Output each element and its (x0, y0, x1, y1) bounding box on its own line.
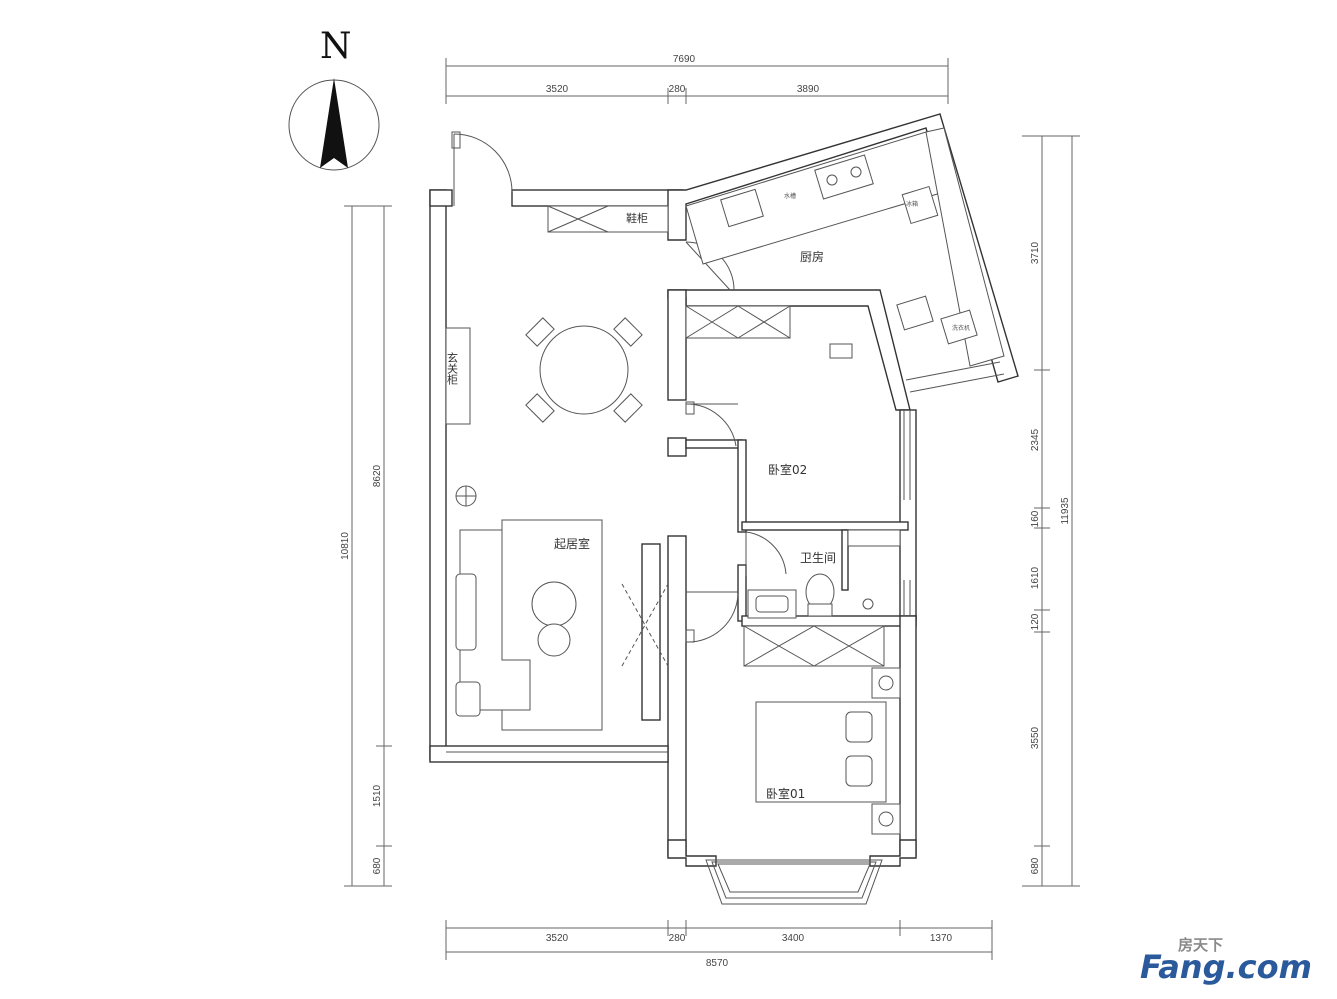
wall-living-south (429, 745, 669, 763)
kitchen-unit (896, 295, 934, 331)
dining-chair (525, 317, 555, 347)
dim-right-seg-5: 120 (1030, 613, 1041, 630)
dimensions-top: 7690 3520 280 3890 (445, 54, 949, 104)
kitchen-counter-east (925, 127, 1005, 367)
washer-label: 洗衣机 (952, 324, 970, 332)
wall-bath-west (737, 564, 747, 622)
toilet-tank (807, 603, 833, 617)
pillow (845, 711, 873, 743)
entry-cabinet (445, 327, 471, 425)
tv-cabinet (641, 543, 661, 721)
dimensions-bottom: 3520 280 3400 1370 8570 (445, 920, 993, 969)
coffee-table (537, 623, 571, 657)
dim-bottom-seg-4: 1370 (930, 933, 953, 944)
compass: N (288, 26, 380, 171)
shoe-cabinet-label: 鞋柜 (626, 211, 648, 225)
fridge (901, 185, 939, 225)
fridge-label: 冰箱 (906, 200, 918, 208)
dim-bottom-seg-1: 3520 (546, 933, 569, 944)
furniture (445, 127, 1005, 835)
dim-top-seg-3: 3890 (797, 84, 820, 95)
nightstand (871, 667, 901, 699)
wall-bed02-inner (737, 439, 747, 533)
dim-left-seg-2: 1510 (372, 784, 383, 807)
dim-right-seg-4: 1610 (1030, 566, 1041, 589)
bay-window (705, 859, 883, 905)
room-living-label: 起居室 (554, 536, 590, 551)
washer (940, 309, 978, 345)
dimensions-right: 3710 2345 160 1610 120 3550 680 11935 (1022, 135, 1080, 887)
dim-right-seg-1: 3710 (1030, 241, 1041, 264)
wall-bed02-south-a (685, 439, 743, 449)
bath-shelf (847, 529, 901, 547)
dim-bottom-seg-2: 280 (669, 933, 686, 944)
entry-cabinet-label: 玄关柜 (446, 351, 459, 386)
wall-bedroom02-east (899, 409, 917, 621)
wall-bedroom01-se (869, 839, 917, 867)
shower-drain (862, 598, 874, 610)
shoe-cabinet (547, 205, 669, 233)
dim-left-seg-1: 8620 (372, 464, 383, 487)
wall-north-left (429, 189, 453, 207)
dim-left-seg-3: 680 (372, 857, 383, 874)
dim-right-seg-7: 680 (1030, 857, 1041, 874)
windows (446, 361, 1005, 753)
dim-right-seg-6: 3550 (1030, 726, 1041, 749)
dim-right-seg-2: 2345 (1030, 428, 1041, 451)
wall-bedroom01-east (899, 615, 917, 857)
walls (429, 113, 1019, 867)
pillow (845, 755, 873, 787)
wall-bath-divider (841, 529, 849, 591)
sink-tag-label: 水槽 (784, 192, 796, 200)
dimensions-left: 10810 8620 1510 680 (340, 205, 392, 887)
coffee-table (531, 581, 577, 627)
nightstand (871, 803, 901, 835)
dim-top-total: 7690 (673, 54, 696, 65)
compass-north-label: N (320, 26, 352, 67)
watermark-en: Fang.com (1140, 948, 1312, 986)
dining-chair (613, 317, 643, 347)
sofa-cushion (455, 681, 481, 717)
wall-partition-upper (667, 289, 687, 401)
dining-table (539, 325, 629, 415)
watermark: 房天下 Fang.com (1140, 936, 1312, 986)
wall-west (429, 189, 447, 761)
dim-top-seg-2: 280 (669, 84, 686, 95)
wardrobe-bed02 (685, 305, 791, 339)
dim-top-seg-1: 3520 (546, 84, 569, 95)
labels: 起居室 厨房 卧室02 卧室01 卫生间 鞋柜 玄关柜 冰箱 洗衣机 水槽 (446, 192, 971, 801)
wall-north-mid (511, 189, 683, 207)
dim-bottom-seg-3: 3400 (782, 933, 805, 944)
wall-partition-stub (667, 437, 687, 457)
stove (814, 154, 874, 200)
dining-chair (525, 393, 555, 423)
dim-bottom-total: 8570 (706, 958, 729, 969)
dim-right-total: 11935 (1060, 497, 1071, 525)
room-bedroom02-label: 卧室02 (768, 462, 807, 477)
desk-stool (829, 343, 853, 359)
room-bedroom01-label: 卧室01 (766, 786, 805, 801)
room-bathroom-label: 卫生间 (800, 551, 836, 565)
wall-bedroom01-sw (667, 839, 717, 867)
dim-right-seg-3: 160 (1030, 510, 1041, 527)
wall-bed02-south (741, 521, 909, 531)
dim-left-total: 10810 (340, 532, 351, 560)
room-kitchen-label: 厨房 (800, 249, 824, 264)
wardrobe-bed01 (743, 625, 885, 667)
watermark-cn: 房天下 (1178, 936, 1223, 954)
wall-bedroom01-west (667, 535, 687, 857)
kitchen-sink (720, 188, 764, 228)
sofa-cushion (455, 573, 477, 651)
dining-chair (613, 393, 643, 423)
compass-arrow-icon (320, 78, 348, 168)
doors (451, 131, 787, 667)
